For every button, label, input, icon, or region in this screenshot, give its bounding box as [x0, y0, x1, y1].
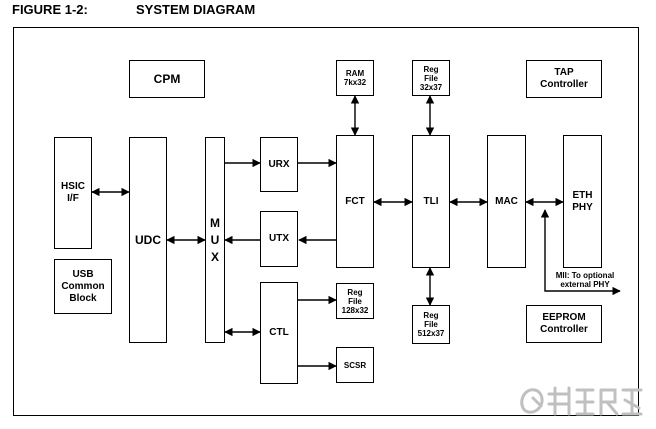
- diagram-frame: [13, 27, 639, 416]
- mii-annotation: MII: To optional external PHY: [555, 271, 615, 289]
- urx-block: URX: [260, 137, 298, 192]
- link-mii-external: [540, 209, 621, 296]
- regfile-512x37-block: Reg File 512x37: [412, 305, 450, 344]
- mac-block: MAC: [487, 135, 526, 268]
- scsr-block: SCSR: [336, 347, 374, 383]
- regfile-128x32-block: Reg File 128x32: [336, 283, 374, 319]
- tli-block: TLI: [412, 135, 450, 268]
- figure-number: FIGURE 1-2:: [12, 2, 88, 17]
- ram-block: RAM 7kx32: [336, 60, 374, 96]
- watermark-glyph-icon: [520, 386, 643, 416]
- ctl-block: CTL: [260, 282, 298, 384]
- udc-block: UDC: [129, 137, 167, 343]
- tap-controller-block: TAP Controller: [526, 60, 602, 98]
- watermark-logo-icon: [513, 376, 651, 424]
- mux-letter-m: M: [210, 215, 220, 230]
- mux-block: M U X: [205, 137, 225, 343]
- eeprom-controller-block: EEPROM Controller: [526, 305, 602, 343]
- usb-common-block: USB Common Block: [54, 259, 112, 314]
- eth-phy-block: ETH PHY: [563, 135, 602, 268]
- hsic-if-block: HSIC I/F: [54, 137, 92, 249]
- mux-letter-u: U: [210, 232, 220, 247]
- figure-title: SYSTEM DIAGRAM: [136, 2, 256, 17]
- mux-letter-x: X: [210, 249, 219, 264]
- regfile-32x37-block: Reg File 32x37: [412, 60, 450, 96]
- cpm-block: CPM: [129, 60, 205, 98]
- fct-block: FCT: [336, 135, 374, 268]
- utx-block: UTX: [260, 211, 298, 267]
